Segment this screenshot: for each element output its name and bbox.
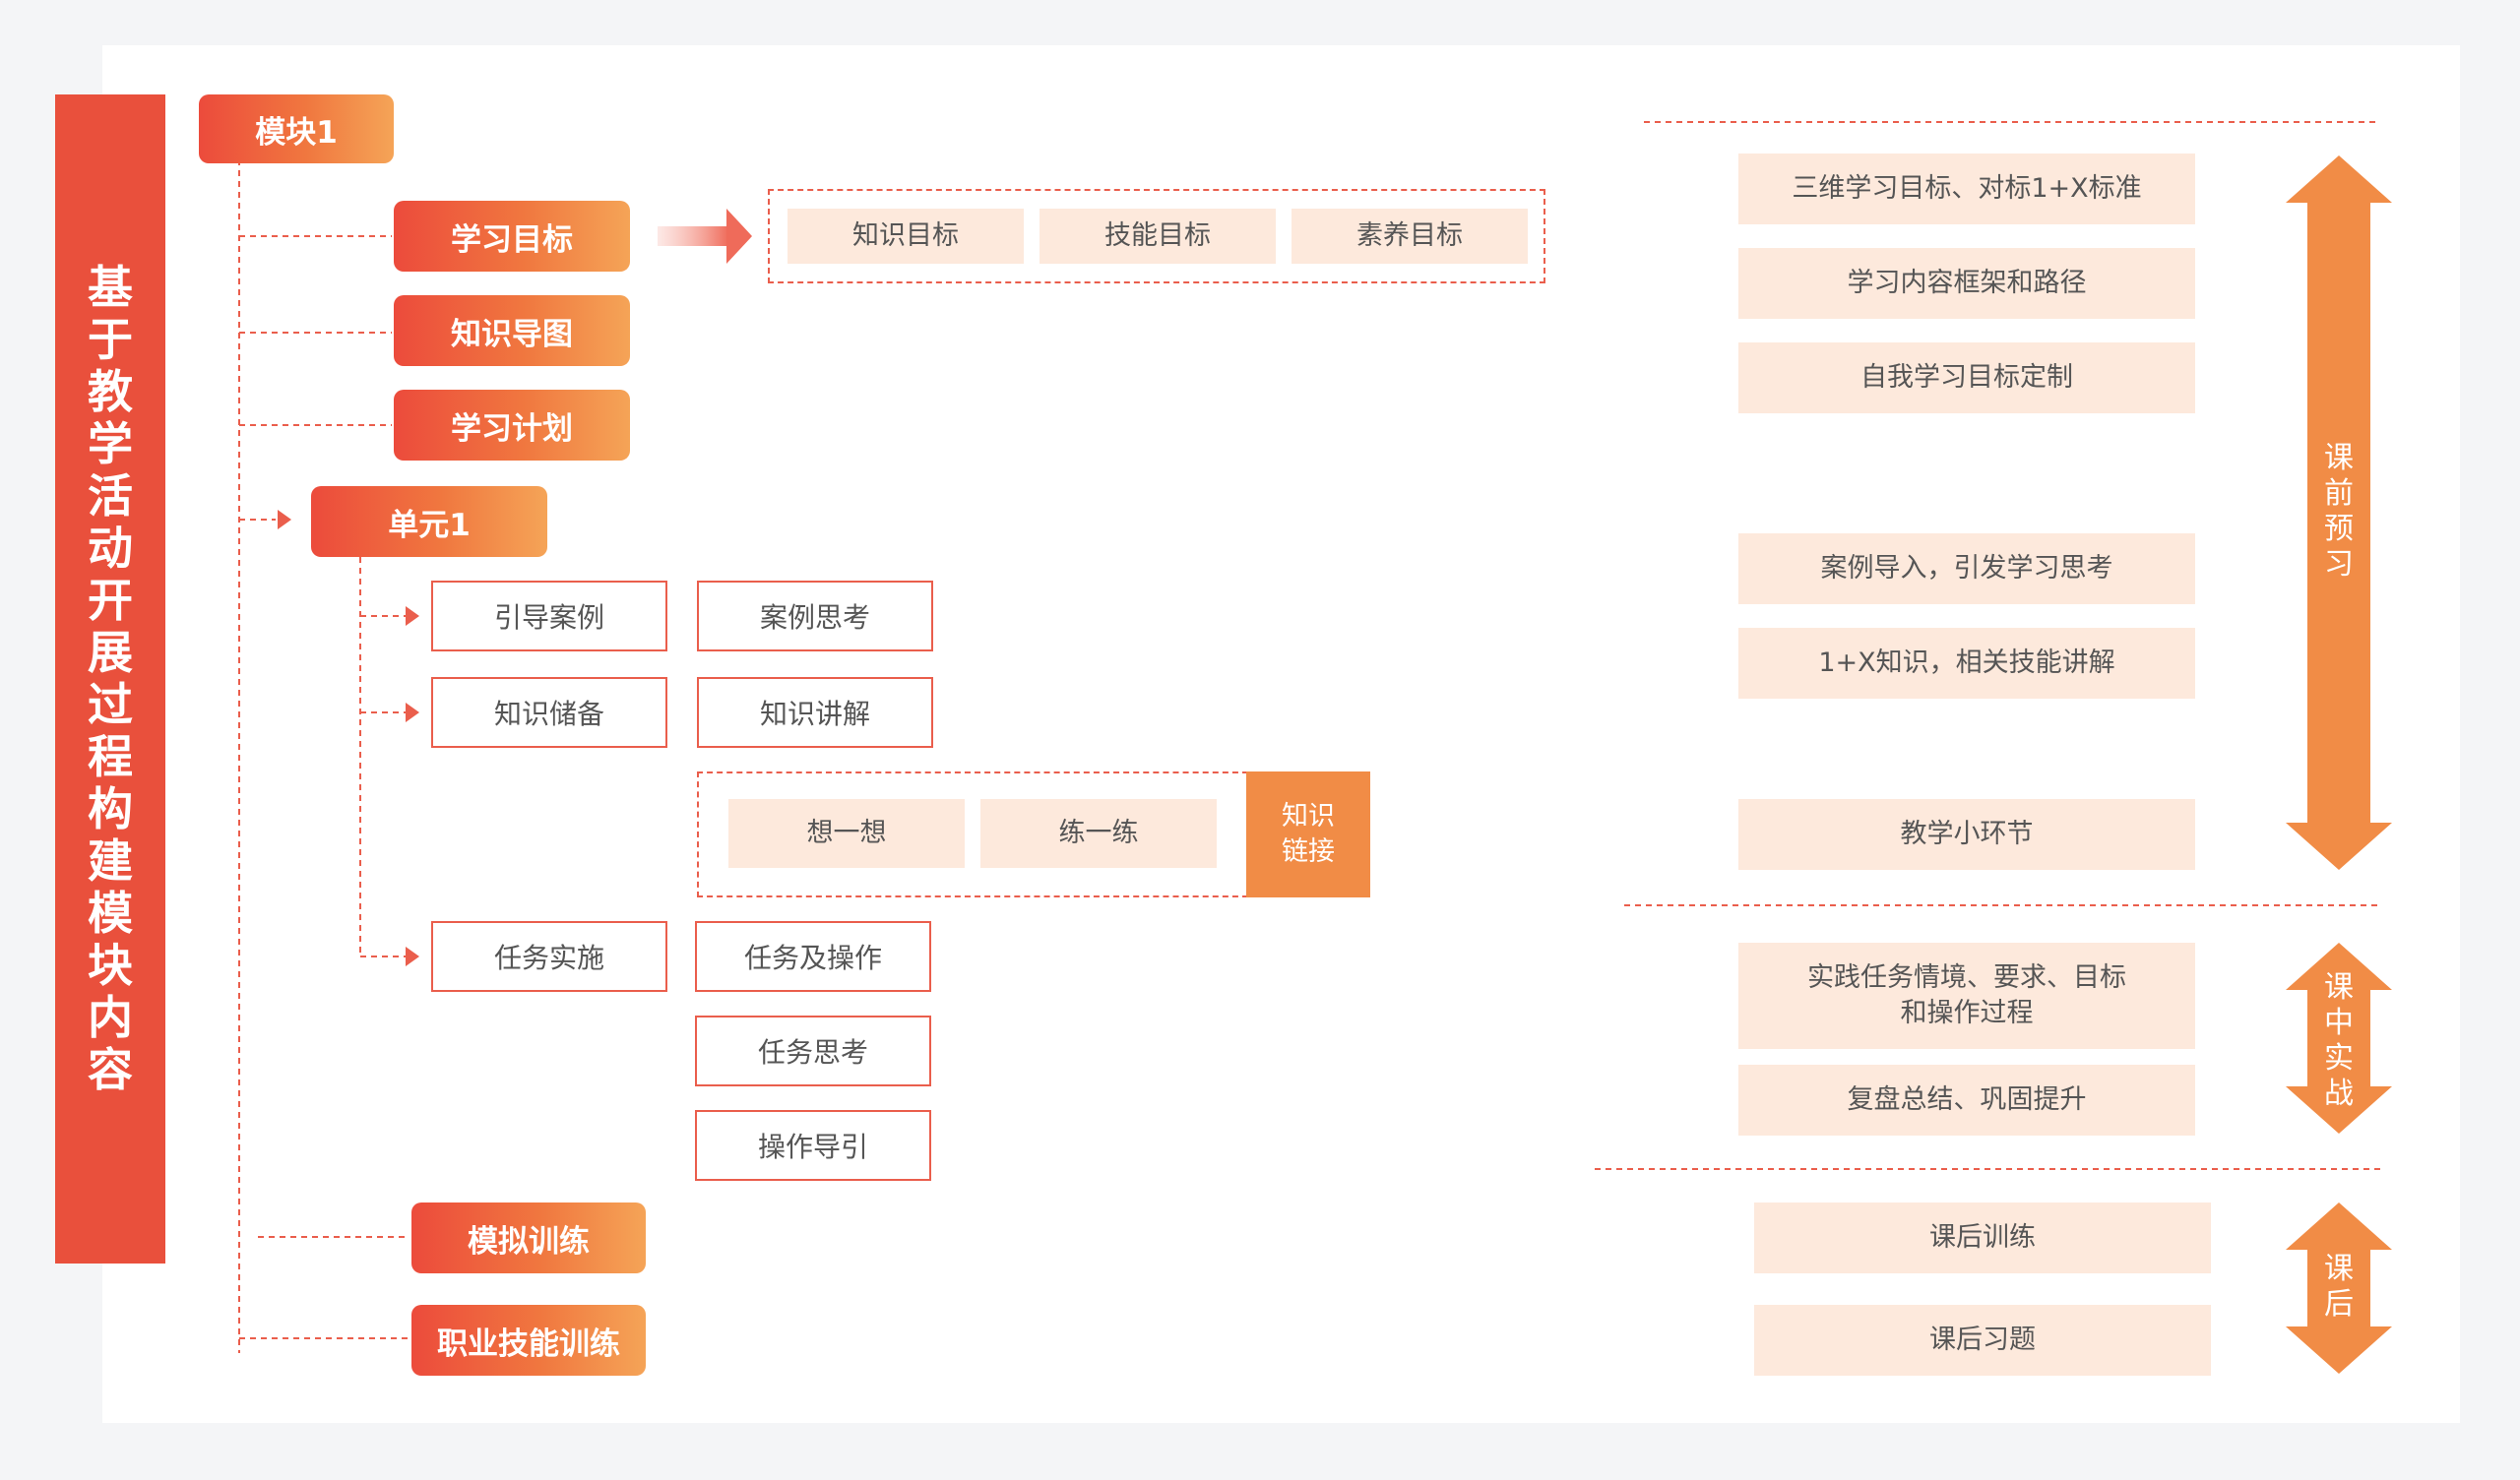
box-knowledge-explanation: 知识讲解 — [697, 677, 933, 748]
stage-label-pre: 课前预习 — [2324, 441, 2354, 582]
pill-label: 模拟训练 — [468, 1223, 590, 1260]
pill-label: 知识导图 — [451, 316, 573, 352]
diagram-title: 基于教学活动开展过程构建模块内容 — [88, 261, 133, 1096]
box-pre-2: 学习内容框架和路径 — [1738, 248, 2195, 319]
goal-label: 知识目标 — [852, 220, 959, 251]
pill-knowledge-map: 知识导图 — [394, 295, 630, 366]
box-label: 知识 链接 — [1282, 801, 1335, 867]
box-label: 自我学习目标定制 — [1860, 362, 2073, 393]
box-label: 实践任务情境、要求、目标 和操作过程 — [1807, 962, 2126, 1028]
box-mid-1: 实践任务情境、要求、目标 和操作过程 — [1738, 943, 2195, 1049]
box-operation-guide: 操作导引 — [695, 1110, 931, 1181]
box-task-implementation: 任务实施 — [431, 921, 667, 992]
stage-label-post: 课后 — [2324, 1252, 2354, 1322]
goal-arrow — [658, 209, 752, 264]
box-label: 知识讲解 — [759, 698, 870, 730]
box-post-2: 课后习题 — [1754, 1305, 2211, 1376]
box-label: 操作导引 — [757, 1131, 868, 1163]
box-label: 知识储备 — [493, 698, 604, 730]
box-pre-1: 三维学习目标、对标1+X标准 — [1738, 154, 2195, 224]
box-case-reflection: 案例思考 — [697, 581, 933, 651]
box-label: 任务思考 — [757, 1036, 868, 1069]
box-label: 课后习题 — [1929, 1325, 2036, 1355]
box-task-operation: 任务及操作 — [695, 921, 931, 992]
box-pre-6: 教学小环节 — [1738, 799, 2195, 870]
box-label: 学习内容框架和路径 — [1847, 268, 2087, 298]
stage-label-mid: 课中实战 — [2324, 970, 2354, 1111]
pill-label: 学习计划 — [451, 410, 573, 447]
box-label: 练一练 — [1058, 818, 1139, 848]
box-label: 复盘总结、巩固提升 — [1847, 1084, 2087, 1115]
pill-simulation-training: 模拟训练 — [411, 1202, 646, 1273]
goal-label: 素养目标 — [1356, 220, 1463, 251]
box-task-reflection: 任务思考 — [695, 1016, 931, 1086]
box-mid-2: 复盘总结、巩固提升 — [1738, 1065, 2195, 1136]
box-guide-case: 引导案例 — [431, 581, 667, 651]
goal-label: 技能目标 — [1104, 220, 1211, 251]
goal-literacy: 素养目标 — [1292, 209, 1528, 264]
box-pre-3: 自我学习目标定制 — [1738, 342, 2195, 413]
box-label: 引导案例 — [493, 601, 604, 634]
box-practice: 练一练 — [980, 799, 1217, 868]
pill-study-plan: 学习计划 — [394, 390, 630, 461]
box-pre-5: 1+X知识，相关技能讲解 — [1738, 628, 2195, 699]
box-label: 1+X知识，相关技能讲解 — [1818, 648, 2115, 678]
box-label: 课后训练 — [1929, 1222, 2036, 1253]
box-label: 教学小环节 — [1900, 819, 2034, 849]
goals-group — [768, 189, 1545, 283]
goal-skill: 技能目标 — [1040, 209, 1276, 264]
box-pre-4: 案例导入，引发学习思考 — [1738, 533, 2195, 604]
module-label: 模块1 — [255, 114, 338, 151]
pill-vocational-training: 职业技能训练 — [411, 1305, 646, 1376]
pill-label: 职业技能训练 — [437, 1326, 620, 1362]
box-knowledge-link: 知识 链接 — [1246, 771, 1370, 897]
box-label: 任务及操作 — [743, 942, 882, 974]
unit-pill: 单元1 — [311, 486, 547, 557]
title-banner: 基于教学活动开展过程构建模块内容 — [55, 94, 165, 1264]
box-label: 三维学习目标、对标1+X标准 — [1792, 173, 2142, 204]
box-label: 案例导入，引发学习思考 — [1820, 553, 2113, 584]
goal-knowledge: 知识目标 — [788, 209, 1024, 264]
box-label: 想一想 — [806, 818, 887, 848]
pill-learning-goals: 学习目标 — [394, 201, 630, 272]
box-knowledge-reserve: 知识储备 — [431, 677, 667, 748]
unit-label: 单元1 — [388, 507, 471, 543]
box-think: 想一想 — [728, 799, 965, 868]
box-label: 任务实施 — [493, 942, 604, 974]
module-pill: 模块1 — [199, 94, 394, 163]
box-label: 案例思考 — [759, 601, 870, 634]
pill-label: 学习目标 — [451, 221, 573, 258]
box-post-1: 课后训练 — [1754, 1202, 2211, 1273]
